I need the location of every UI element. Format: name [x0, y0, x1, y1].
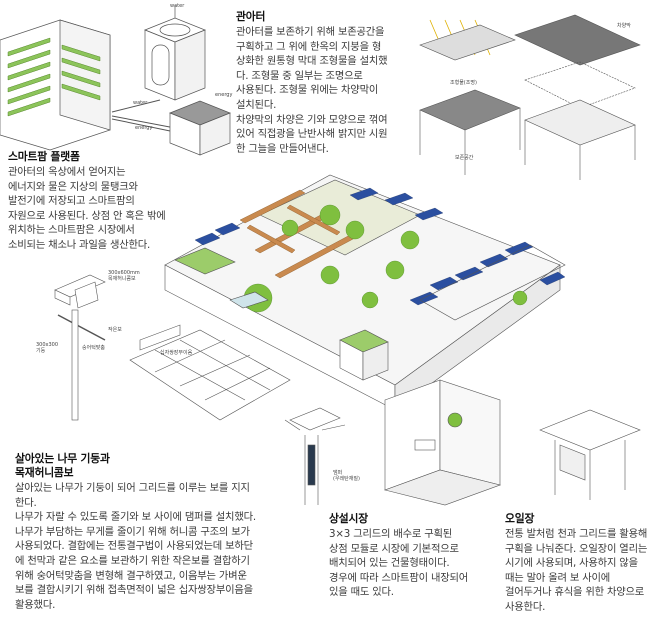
small-beam-label: 작은보 [108, 327, 122, 333]
water-label: water [170, 3, 185, 9]
pipe-lines [111, 99, 176, 133]
preservation-label: 보존공간 [455, 155, 474, 161]
energy-pipe-label: energy [135, 125, 153, 131]
market-site-illustration [164, 174, 566, 411]
sculpture-label: 조형물(조명) [450, 80, 477, 86]
section-title: 상설시장 [329, 512, 368, 525]
energy-storage-illustration [169, 100, 231, 156]
honeycomb-grid-illustration [129, 324, 291, 421]
smart-farm-illustration [0, 19, 111, 151]
permanent-market-section: 상설시장 3×3 그리드의 배수로 구획된 상점 모듈로 시장에 기본적으로 배… [329, 512, 499, 600]
section-body: 전통 발처럼 천과 그리드를 활용해 구획을 나눠준다. 오일장이 열리는 시기… [505, 528, 648, 613]
honeycomb-beam-label: 300x600mm 목재허니콤보 [108, 270, 140, 282]
section-body: 관아터를 보존하기 위해 보존공간을 구획하고 그 위에 한옥의 지붕을 형 상… [236, 26, 388, 155]
energy-label: energy [215, 92, 233, 98]
tree-column-section: 살아있는 나무 기둥과 목재허니콤보 살아있는 나무가 기둥이 되어 그리드를 … [15, 452, 310, 612]
column-detail-illustration [54, 274, 106, 421]
pavilion-illustration [419, 14, 641, 180]
five-day-market-illustration [539, 409, 641, 500]
damper-label: 댐퍼 (우레탄재질) [333, 470, 360, 482]
section-title: 스마트팜 플랫폼 [8, 150, 80, 163]
water-tank-illustration [144, 5, 206, 101]
column-label: 300x300 기둥 [36, 342, 59, 354]
joint-label: 숭어턱맞춤 [82, 345, 106, 351]
section-title: 오일장 [505, 512, 535, 525]
section-body: 관아터의 옥상에서 얻어지는 에너지와 물은 지상의 물탱크와 발전기에 저장되… [8, 166, 166, 251]
shop-interior-illustration [383, 379, 502, 506]
five-day-market-section: 오일장 전통 발처럼 천과 그리드를 활용해 구획을 나눠준다. 오일장이 열리… [505, 512, 670, 615]
tree-pillar-illustration [284, 407, 346, 505]
section-body: 살아있는 나무가 기둥이 되어 그리드를 이루는 보를 지지 한다. 나무가 자… [15, 482, 256, 611]
water-pipe-label: water [133, 100, 148, 106]
section-title: 관아터 [236, 10, 266, 23]
gwanahteo-section: 관아터 관아터를 보존하기 위해 보존공간을 구획하고 그 위에 한옥의 지붕을… [236, 10, 416, 156]
smartfarm-section: 스마트팜 플랫폼 관아터의 옥상에서 얻어지는 에너지와 물은 지상의 물탱크와… [8, 150, 208, 253]
section-title: 살아있는 나무 기둥과 목재허니콤보 [15, 452, 110, 479]
cross-joint-label: 십자쌍장부이음 [160, 350, 193, 356]
section-body: 3×3 그리드의 배수로 구획된 상점 모듈로 시장에 기본적으로 배치되어 있… [329, 528, 469, 599]
awning-label: 차양막 [617, 23, 631, 29]
